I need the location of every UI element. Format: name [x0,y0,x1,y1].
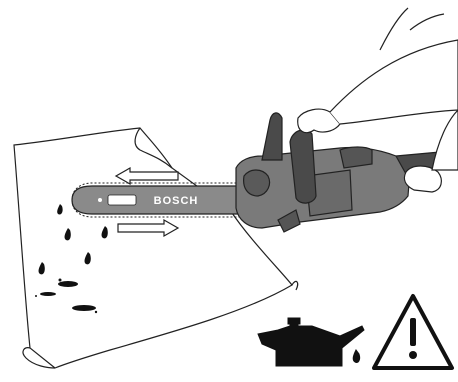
guide-bar: BOSCH [72,183,240,217]
warning-triangle-icon [374,296,452,368]
right-hand [404,110,458,192]
bar-sticker [108,195,136,205]
brand-label: BOSCH [154,195,199,207]
oil-can-icon [258,318,364,366]
left-hand [298,8,458,133]
